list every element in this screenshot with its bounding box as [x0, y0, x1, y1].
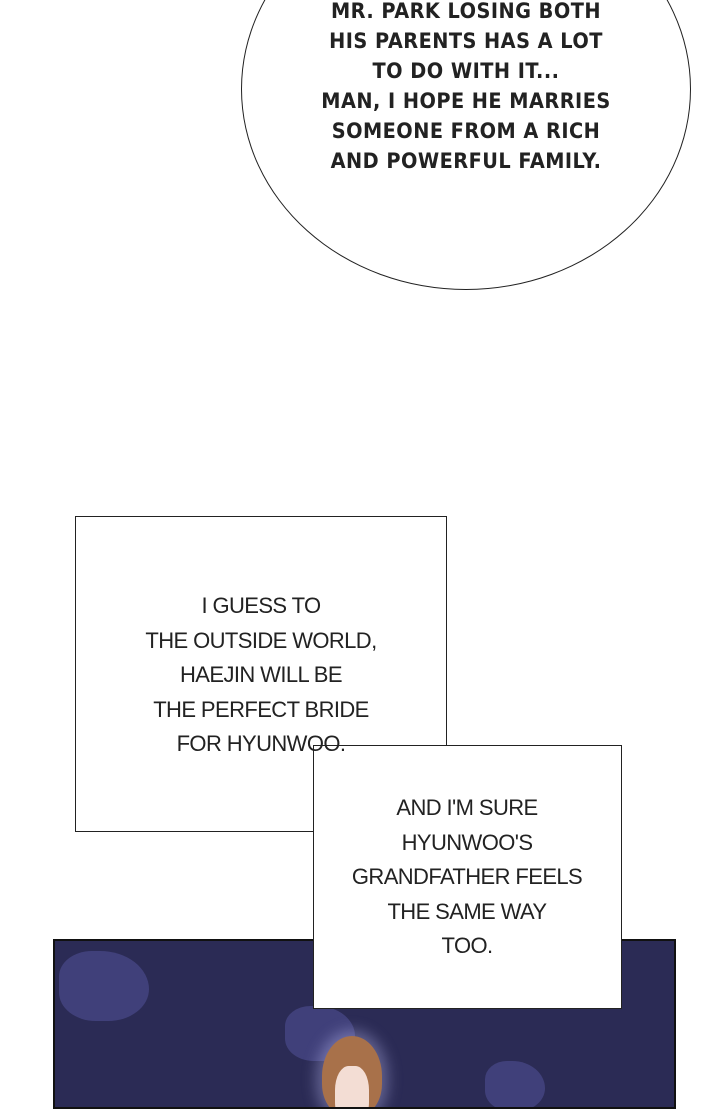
bubble-line: MR. PARK LOSING BOTH [330, 0, 602, 23]
caption-line: FOR HYUNWOO. [176, 731, 346, 756]
caption-line: TOO. [441, 933, 494, 958]
caption-line: I GUESS TO [201, 593, 321, 618]
caption-line: AND I'M SURE [396, 795, 538, 820]
bubble-line: MAN, I HOPE HE MARRIES [321, 89, 611, 113]
bubble-line: HIS PARENTS HAS A LOT [329, 29, 603, 53]
bubble-line: TO DO WITH IT... [372, 59, 560, 83]
background-rock [485, 1061, 545, 1107]
speech-bubble-text: MR. PARK LOSING BOTH HIS PARENTS HAS A L… [241, 0, 691, 176]
caption-line: THE SAME WAY [387, 898, 547, 924]
caption-line: THE PERFECT BRIDE [153, 696, 369, 722]
character-face [335, 1066, 369, 1107]
background-rock [59, 951, 149, 1021]
caption-line: HAEJIN WILL BE [180, 662, 343, 687]
caption-line: GRANDFATHER FEELS [351, 864, 583, 889]
caption-2-text: AND I'M SURE HYUNWOO'S GRANDFATHER FEELS… [314, 791, 620, 964]
caption-line: THE OUTSIDE WORLD, [145, 627, 377, 653]
bubble-line: SOMEONE FROM A RICH [331, 119, 601, 143]
caption-1-text: I GUESS TO THE OUTSIDE WORLD, HAEJIN WIL… [76, 589, 446, 762]
bubble-line: AND POWERFUL FAMILY. [330, 149, 602, 173]
caption-join [315, 747, 446, 831]
caption-line: HYUNWOO'S [401, 829, 533, 855]
